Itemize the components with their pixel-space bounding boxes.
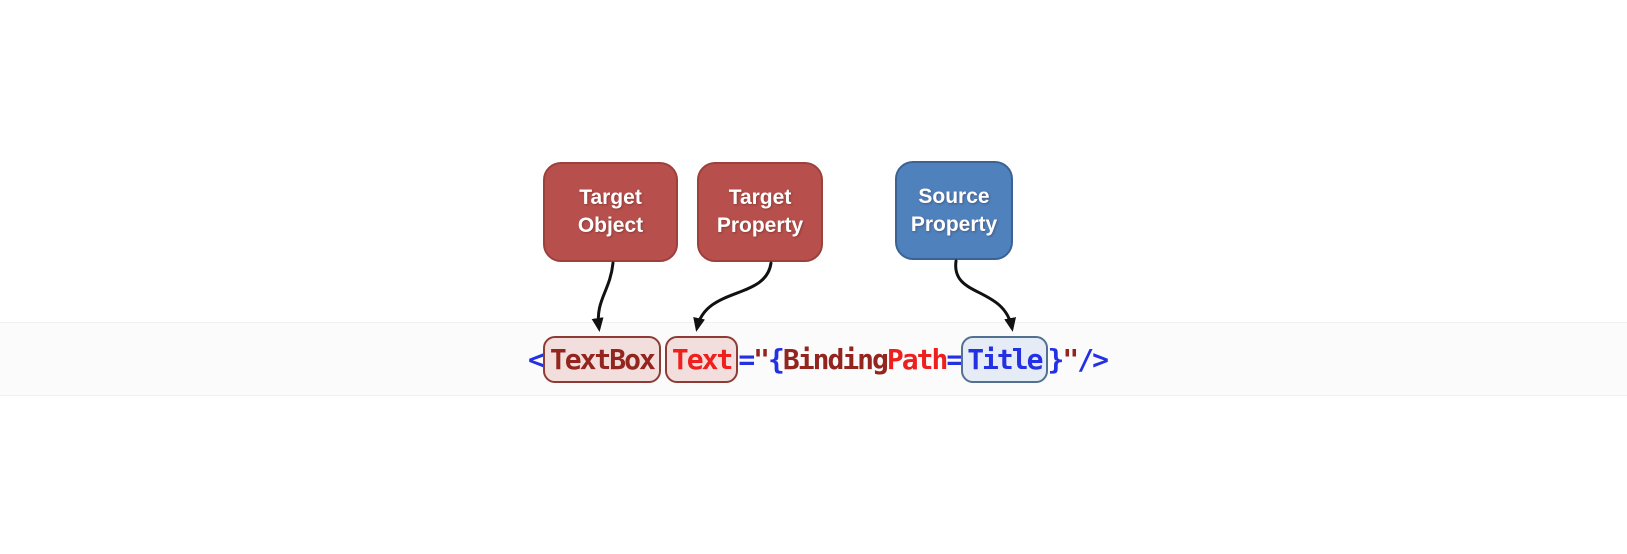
code-close-tag: /> (1077, 343, 1109, 376)
code-background-band (0, 322, 1627, 396)
highlight-source-property-token: Title (961, 336, 1048, 383)
node-target-property-label-line1: Target (728, 186, 792, 209)
node-target-object-label-line2: Object (577, 214, 644, 237)
code-path-keyword: Path (886, 343, 948, 376)
code-equals-2: = (946, 343, 963, 376)
node-source-property-label-line2: Property (910, 212, 998, 236)
arrow-target-object-to-textbox (591, 261, 615, 332)
code-close-brace: } (1047, 343, 1065, 376)
code-open-angle: < (528, 343, 545, 376)
code-open-quote: " (753, 343, 770, 376)
code-binding-keyword: Binding (782, 343, 889, 376)
highlight-target-object-token: TextBox (542, 336, 661, 383)
node-target-object: Target Object (543, 162, 678, 262)
highlight-target-property-token: Text (664, 336, 739, 383)
arrow-target-property-to-text (693, 261, 773, 332)
xaml-code-line: < TextBox Text = " { Binding Path = Titl… (528, 336, 1109, 383)
arrow-source-property-to-title (954, 259, 1017, 332)
code-open-brace: { (768, 343, 785, 376)
code-element-name: TextBox (549, 343, 656, 376)
code-close-quote: " (1062, 343, 1079, 376)
code-path-value: Title (967, 343, 1043, 376)
code-equals-1: = (738, 343, 755, 376)
node-source-property-label-line1: Source (918, 184, 990, 208)
node-target-object-label-line1: Target (579, 186, 642, 209)
node-target-property: Target Property (697, 162, 823, 262)
node-source-property: Source Property (895, 161, 1013, 260)
node-target-property-label-line2: Property (716, 214, 804, 237)
code-attribute-name: Text (671, 343, 733, 376)
